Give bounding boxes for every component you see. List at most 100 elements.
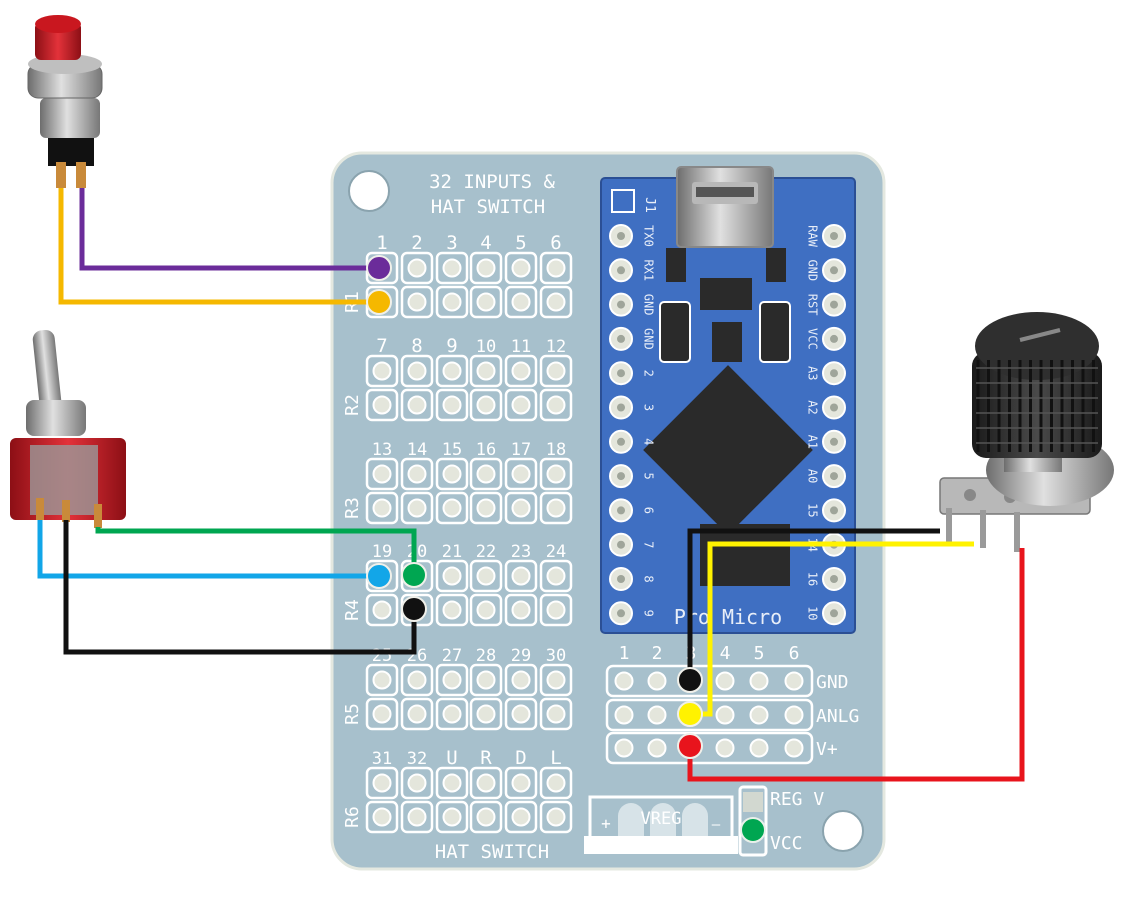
pro-micro-pin-label: A3 bbox=[806, 366, 820, 380]
solder-pad bbox=[546, 464, 566, 484]
wire-black-switch bbox=[63, 520, 417, 655]
knob-knurling bbox=[976, 360, 1098, 452]
pad-outline bbox=[539, 388, 573, 422]
solder-pad bbox=[546, 292, 566, 312]
pad-outline bbox=[400, 457, 434, 491]
solder-pad bbox=[476, 566, 496, 586]
solder-pad bbox=[715, 738, 735, 758]
pin-hole bbox=[830, 609, 838, 618]
solder-pad bbox=[784, 738, 804, 758]
pin-hole bbox=[617, 575, 625, 583]
solder-pad bbox=[476, 498, 496, 518]
wire-endpoints bbox=[366, 255, 703, 759]
pad-outline bbox=[504, 457, 538, 491]
solder-pad bbox=[442, 498, 462, 518]
solder-pad bbox=[372, 704, 392, 724]
pro-micro-pin-label: VCC bbox=[806, 328, 820, 350]
row-label: R4 bbox=[342, 599, 363, 621]
row-label: R2 bbox=[342, 394, 363, 416]
solder-pad bbox=[442, 292, 462, 312]
pad-column-label: 28 bbox=[476, 646, 496, 666]
pin-hole bbox=[617, 300, 625, 309]
solder-pad bbox=[442, 600, 462, 620]
pad-outline bbox=[365, 766, 399, 800]
pro-micro-pin-label: 9 bbox=[642, 610, 656, 617]
wire-solder-point bbox=[677, 667, 703, 693]
pad-column-label: 24 bbox=[546, 542, 566, 562]
solder-pad bbox=[546, 498, 566, 518]
solder-pad bbox=[511, 670, 531, 690]
pro-micro-pin-label: A0 bbox=[806, 469, 820, 483]
solder-pad bbox=[372, 395, 392, 415]
footer-hat-switch-label: HAT SWITCH bbox=[435, 841, 549, 863]
solder-pad bbox=[476, 292, 496, 312]
pad-column-label: 14 bbox=[407, 440, 427, 460]
mounting-hole-top bbox=[348, 170, 390, 212]
solder-pad bbox=[476, 807, 496, 827]
pad-outline bbox=[435, 559, 469, 593]
pad-outline bbox=[365, 388, 399, 422]
pad-outline bbox=[469, 697, 503, 731]
row-label: R5 bbox=[342, 703, 363, 725]
reg-v-jumper: REG V VCC bbox=[738, 785, 824, 857]
solder-pad bbox=[749, 738, 769, 758]
pad-column-label: 10 bbox=[476, 337, 496, 357]
voltage-regulator: + VREG — bbox=[584, 795, 738, 854]
pad-outline bbox=[435, 697, 469, 731]
pad-outline bbox=[435, 251, 469, 285]
analog-column-label: 4 bbox=[720, 643, 731, 664]
pro-micro-pin-label: 8 bbox=[642, 575, 656, 582]
pin-hole bbox=[830, 472, 838, 481]
wire-red-pot bbox=[687, 548, 1025, 782]
pro-micro-pin-label: A2 bbox=[806, 400, 820, 414]
pad-outline bbox=[539, 559, 573, 593]
solder-pad bbox=[749, 671, 769, 691]
solder-pad bbox=[647, 671, 667, 691]
pad-outline bbox=[365, 354, 399, 388]
microcontroller-chip bbox=[643, 365, 813, 535]
solder-pad bbox=[511, 292, 531, 312]
pin-hole bbox=[830, 369, 838, 378]
pin-hole bbox=[617, 437, 625, 446]
wire-solder-point bbox=[366, 289, 392, 315]
pad-outline bbox=[469, 251, 503, 285]
pad-column-label: R bbox=[480, 747, 492, 769]
pad-column-label: 17 bbox=[511, 440, 531, 460]
pin-hole bbox=[830, 334, 838, 343]
wire-solder-point bbox=[366, 563, 392, 589]
solder-pad bbox=[546, 361, 566, 381]
pad-outline bbox=[400, 491, 434, 525]
analog-row-outline bbox=[605, 731, 814, 765]
pad-outline bbox=[365, 697, 399, 731]
wire-orange bbox=[58, 188, 379, 305]
pad-column-label: 22 bbox=[476, 542, 496, 562]
pin-hole bbox=[830, 300, 838, 309]
pad-outline bbox=[469, 285, 503, 319]
pad-outline bbox=[435, 388, 469, 422]
vcc-label: VCC bbox=[770, 833, 803, 854]
solder-pad bbox=[476, 395, 496, 415]
pad-outline bbox=[435, 457, 469, 491]
pad-column-label: 27 bbox=[442, 646, 462, 666]
chip-regulator-top bbox=[700, 278, 752, 310]
row-label: R3 bbox=[342, 497, 363, 519]
pad-outline bbox=[435, 593, 469, 627]
pad-column-label: 20 bbox=[407, 542, 427, 562]
pro-micro-pin-label: GND bbox=[642, 294, 656, 316]
pin-hole bbox=[617, 472, 625, 481]
pad-column-label: 6 bbox=[550, 232, 561, 254]
board-title-line2: HAT SWITCH bbox=[431, 196, 545, 218]
pad-outline bbox=[435, 285, 469, 319]
pad-outline bbox=[435, 800, 469, 834]
pad-outline bbox=[469, 491, 503, 525]
solder-pad bbox=[614, 705, 634, 725]
pro-micro-pin-label: GND bbox=[806, 259, 820, 281]
vreg-label: VREG bbox=[641, 809, 682, 829]
pad-outline bbox=[504, 559, 538, 593]
solder-pad bbox=[511, 395, 531, 415]
reg-v-label: REG V bbox=[770, 789, 824, 810]
solder-pad bbox=[784, 705, 804, 725]
pro-micro-pin-label: TX0 bbox=[642, 225, 656, 247]
